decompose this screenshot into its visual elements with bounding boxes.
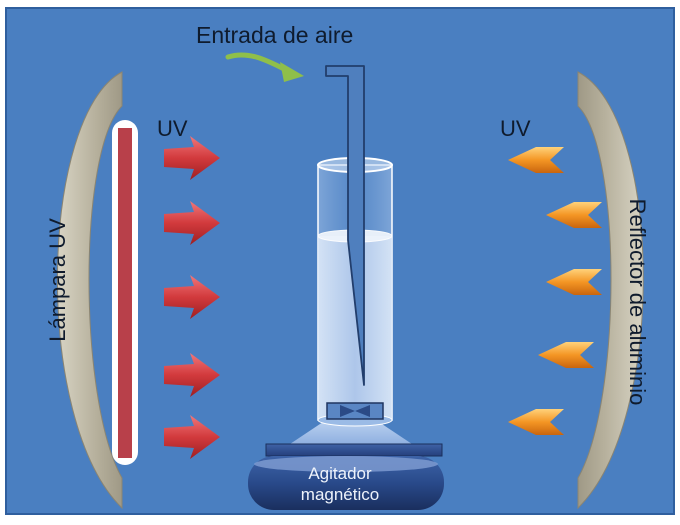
uv-arrows-right	[508, 147, 602, 435]
red-right-arrow-icon	[164, 415, 220, 459]
uv-arrows-left	[164, 136, 220, 459]
left-reflector	[56, 71, 123, 510]
stirrer-label-line2: magnético	[300, 485, 380, 504]
reflector-label: Reflector de aluminio	[625, 198, 650, 406]
orange-chevron-left-icon	[538, 342, 594, 368]
uv-label-right: UV	[500, 116, 531, 141]
uv-label-left: UV	[157, 116, 188, 141]
lamp-label: Lámpara UV	[45, 218, 70, 342]
air-arrow-head	[280, 62, 304, 82]
beaker-support	[290, 420, 412, 444]
red-right-arrow-icon	[164, 201, 220, 245]
air-inlet-tube	[325, 65, 365, 386]
reactor-beaker	[317, 157, 393, 427]
red-right-arrow-icon	[164, 353, 220, 397]
air-inlet-label: Entrada de aire	[196, 22, 354, 48]
orange-chevron-left-icon	[508, 409, 564, 435]
uv-lamp-core	[118, 128, 132, 458]
magnetic-stirrer	[248, 443, 444, 510]
stirrer-label-line1: Agitador	[308, 464, 372, 483]
orange-chevron-left-icon	[508, 147, 564, 173]
red-right-arrow-icon	[164, 275, 220, 319]
stir-bar-icon	[326, 402, 384, 420]
orange-chevron-left-icon	[546, 269, 602, 295]
right-reflector	[577, 71, 644, 510]
stirrer-label: Agitador magnético	[276, 463, 404, 505]
orange-chevron-left-icon	[546, 202, 602, 228]
red-right-arrow-icon	[164, 136, 220, 180]
